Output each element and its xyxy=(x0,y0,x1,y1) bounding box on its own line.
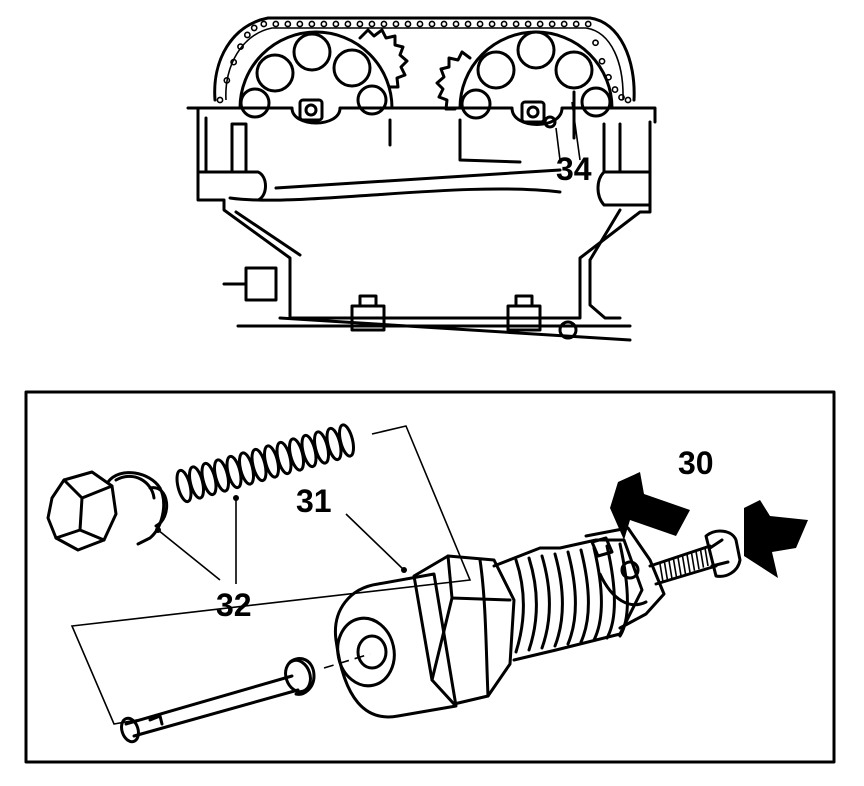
tensioner-plunger xyxy=(120,657,316,744)
push-arrow-right xyxy=(744,500,808,578)
exploded-view-frame xyxy=(24,390,836,764)
left-camshaft-sprocket xyxy=(238,28,409,119)
retraction-screw xyxy=(648,529,742,586)
right-camshaft-sprocket xyxy=(435,30,614,120)
tensioner-bolt xyxy=(46,470,169,552)
push-arrow-left xyxy=(610,472,690,540)
tensioner-spring xyxy=(175,423,355,504)
cylinder-head-view: 34 xyxy=(186,16,657,342)
bracket-32 xyxy=(70,425,472,725)
right-camshaft-bolt xyxy=(520,100,546,124)
timing-chain xyxy=(213,16,636,102)
callout-32: 32 xyxy=(216,587,252,623)
leader-34 xyxy=(555,101,581,161)
callout-30: 30 xyxy=(678,445,714,481)
tensioner-threads xyxy=(514,542,629,654)
bottom-fasteners xyxy=(350,294,578,340)
tensioner-body xyxy=(333,526,666,719)
callout-31: 31 xyxy=(296,483,332,519)
chain-links xyxy=(216,20,632,104)
callout-34: 34 xyxy=(556,151,592,187)
left-camshaft-bolt xyxy=(298,98,324,122)
